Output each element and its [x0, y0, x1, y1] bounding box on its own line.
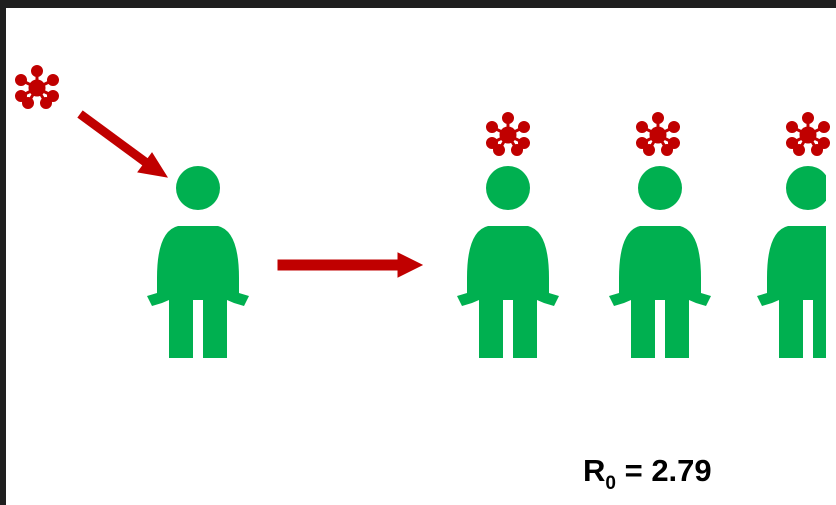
virus-icon: [636, 112, 680, 156]
person-icon: [457, 166, 559, 358]
r0-equals: =: [615, 453, 652, 488]
infection-arrow: [77, 110, 169, 178]
r0-number: 2.79: [651, 453, 712, 488]
virus-icon: [486, 112, 530, 156]
person-icon: [147, 166, 249, 358]
r0-value-label: R0 = 2.79: [583, 453, 712, 493]
person-icon: [609, 166, 711, 358]
virus-icon: [15, 65, 59, 109]
r0-symbol: R: [583, 453, 606, 488]
person-icon-partial: [757, 166, 826, 358]
transmission-arrow: [277, 252, 424, 278]
virus-icon: [786, 112, 830, 156]
r0-subscript: 0: [605, 473, 616, 494]
